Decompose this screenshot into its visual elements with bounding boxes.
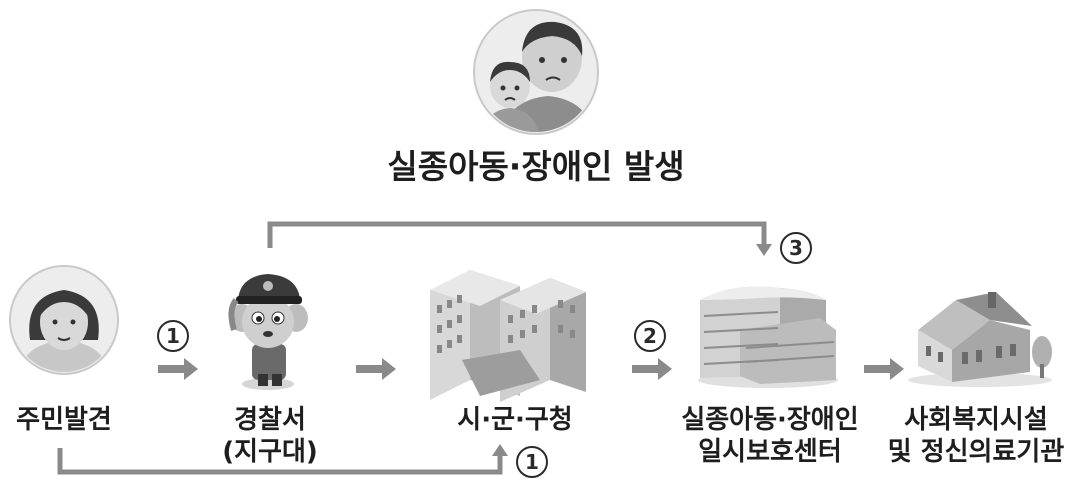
step-number-1-bottom: 1 xyxy=(516,446,548,478)
step-number-3: 3 xyxy=(780,232,812,264)
label-police: 경찰서 (지구대) xyxy=(190,404,350,468)
label-center: 실종아동·장애인 일시보호센터 xyxy=(670,404,870,468)
connector-resident-to-city xyxy=(57,448,503,475)
arrow-resident-to-police xyxy=(158,358,198,380)
arrow-center-to-facility xyxy=(864,358,904,380)
label-city: 시·군·구청 xyxy=(457,405,573,435)
diagram-title: 실종아동·장애인 발생 xyxy=(387,147,685,186)
welfare-facility-icon xyxy=(908,292,1052,387)
connector-police-to-center xyxy=(267,221,767,248)
arrowhead-step3 xyxy=(756,244,772,256)
step-number-2: 2 xyxy=(634,320,666,352)
missing-persons-icon xyxy=(473,9,599,135)
arrow-police-to-city xyxy=(356,358,396,380)
label-center-line1: 실종아동·장애인 xyxy=(681,405,859,435)
label-facility-line2: 및 정신의료기관 xyxy=(887,437,1065,467)
arrowhead-step1-bottom xyxy=(492,444,508,456)
step-number-1-top: 1 xyxy=(157,320,189,352)
arrow-city-to-center xyxy=(632,358,672,380)
label-center-line2: 일시보호센터 xyxy=(698,437,842,467)
label-facility-line1: 사회복지시설 xyxy=(904,405,1048,435)
resident-icon xyxy=(9,265,119,375)
protection-center-icon xyxy=(698,286,838,388)
label-police-line1: 경찰서 xyxy=(234,405,306,435)
label-facility: 사회복지시설 및 정신의료기관 xyxy=(880,404,1072,468)
police-icon xyxy=(228,274,308,390)
label-police-line2: (지구대) xyxy=(222,437,318,467)
city-hall-icon xyxy=(430,270,586,402)
label-resident: 주민발견 xyxy=(16,405,112,435)
